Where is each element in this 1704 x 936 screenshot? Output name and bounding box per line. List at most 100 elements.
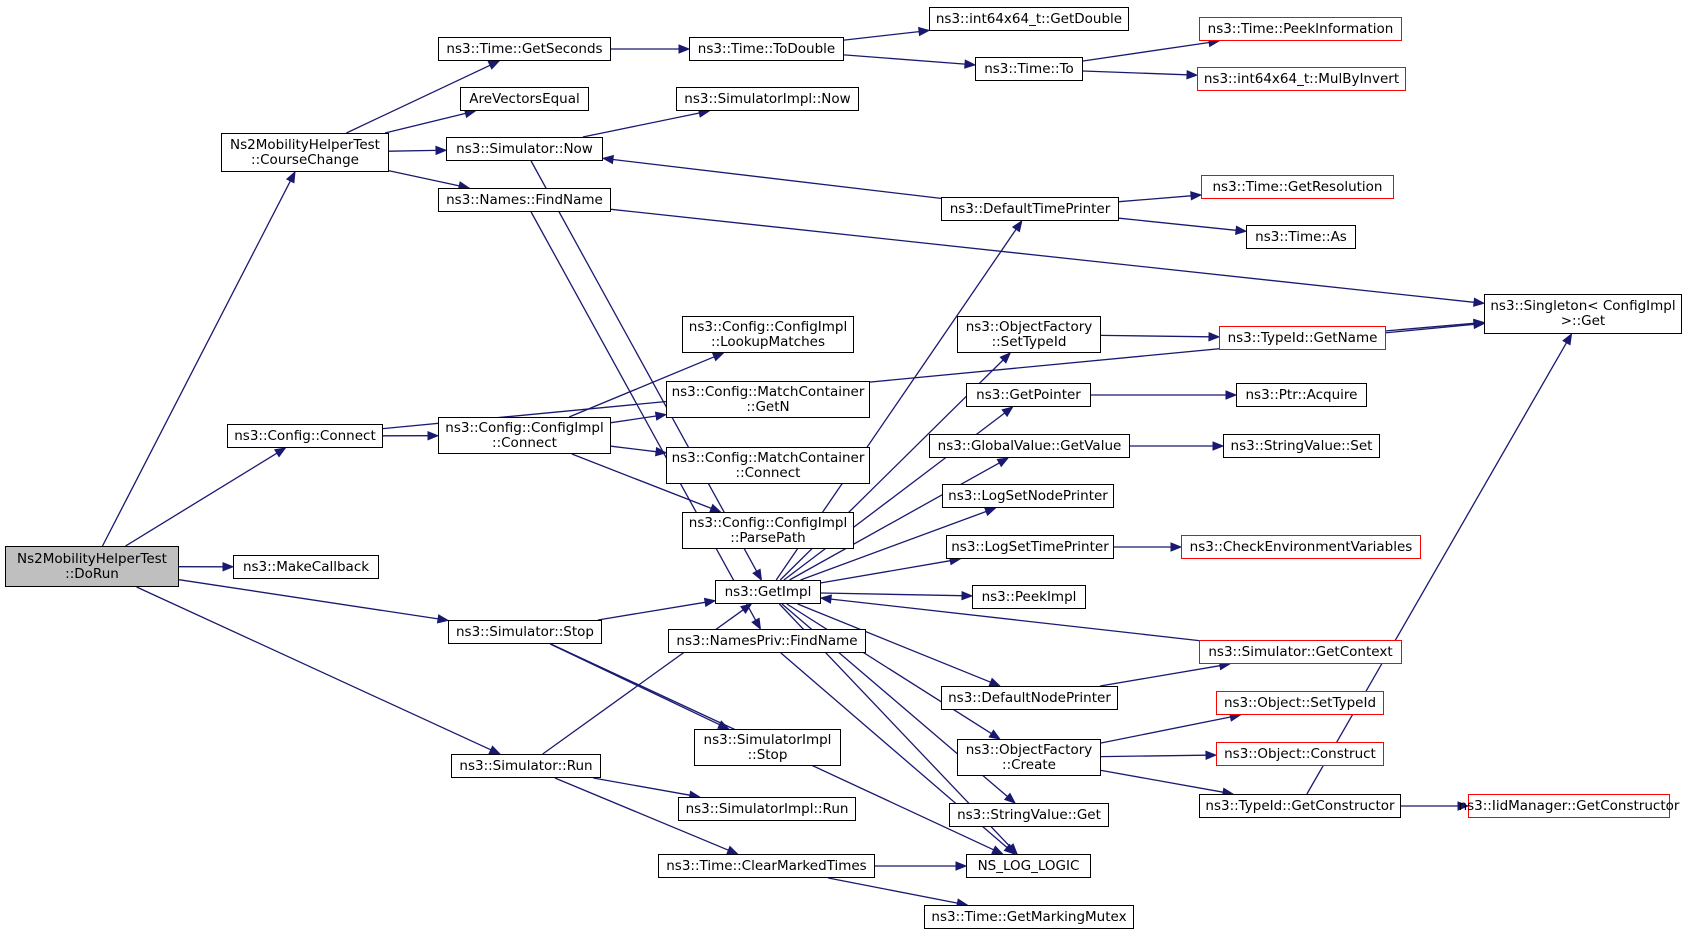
node-label-line: ns3::Names::FindName	[446, 191, 603, 208]
edge-dorun-to-sim-stop	[178, 579, 439, 620]
node-time-getseconds[interactable]: ns3::Time::GetSeconds	[438, 37, 611, 61]
node-stringvalue-set[interactable]: ns3::StringValue::Set	[1223, 434, 1380, 458]
node-getpointer[interactable]: ns3::GetPointer	[966, 383, 1091, 407]
node-label-line: ns3::Time::GetMarkingMutex	[931, 908, 1127, 925]
node-names-findname[interactable]: ns3::Names::FindName	[438, 188, 611, 212]
edge-arrowhead	[1003, 792, 1017, 804]
edge-arrowhead	[1457, 801, 1470, 811]
node-config-connect[interactable]: ns3::Config::Connect	[227, 424, 383, 448]
edge-arrowhead	[1235, 225, 1248, 235]
node-peekimpl[interactable]: ns3::PeekImpl	[972, 585, 1086, 609]
node-label-line: >::Get	[1560, 313, 1606, 329]
node-defaultnodeprinter[interactable]: ns3::DefaultNodePrinter	[941, 686, 1118, 710]
node-label-line: ns3::Config::ConfigImpl	[688, 514, 848, 531]
node-singleton-get[interactable]: ns3::Singleton< ConfigImpl >::Get	[1484, 294, 1682, 334]
edge-coursechange-to-arevectorsequal	[384, 112, 466, 134]
node-label-line: ns3::int64x64_t::GetDouble	[935, 10, 1123, 27]
edge-arrowhead	[751, 617, 762, 631]
node-label-line: ::DoRun	[65, 565, 119, 582]
node-simimpl-now[interactable]: ns3::SimulatorImpl::Now	[676, 87, 859, 111]
node-label-line: ns3::StringValue::Get	[957, 806, 1101, 823]
edge-arrowhead	[1170, 542, 1183, 552]
node-lookupmatches[interactable]: ns3::Config::ConfigImpl::LookupMatches	[682, 316, 854, 353]
edge-arrowhead	[1001, 406, 1014, 418]
node-label-line: ns3::StringValue::Set	[1230, 437, 1373, 454]
node-time-getresolution[interactable]: ns3::Time::GetResolution	[1201, 175, 1394, 199]
node-label-line: ns3::Time::PeekInformation	[1207, 20, 1394, 37]
edge-dorun-to-coursechange	[101, 180, 291, 547]
node-logsetnodeprinter[interactable]: ns3::LogSetNodePrinter	[942, 484, 1114, 508]
edge-arrowhead	[711, 352, 725, 362]
edge-arrowhead	[996, 457, 1010, 468]
edge-arrowhead	[964, 59, 977, 69]
node-matchcontainer-connect[interactable]: ns3::Config::MatchContainer::Connect	[666, 447, 870, 484]
node-ns-log-logic[interactable]: NS_LOG_LOGIC	[966, 854, 1091, 878]
node-label-line: ns3::ObjectFactory	[965, 318, 1093, 335]
node-logsettimeprinter[interactable]: ns3::LogSetTimePrinter	[946, 535, 1114, 559]
edge-arrowhead	[487, 60, 501, 70]
node-int64-mulbyinvert[interactable]: ns3::int64x64_t::MulByInvert	[1197, 67, 1406, 91]
node-getimpl[interactable]: ns3::GetImpl	[715, 580, 821, 604]
edge-defaultnodeprinter-to-sim-getcontext	[1100, 665, 1221, 687]
node-object-settypeid[interactable]: ns3::Object::SetTypeId	[1216, 691, 1384, 715]
node-label-line: ns3::PeekImpl	[981, 588, 1077, 605]
node-label-line: AreVectorsEqual	[469, 90, 580, 107]
node-iidmanager-getconstructor[interactable]: ns3::IidManager::GetConstructor	[1459, 794, 1679, 818]
node-label-line: ns3::Ptr::Acquire	[1245, 386, 1358, 403]
node-coursechange[interactable]: Ns2MobilityHelperTest::CourseChange	[221, 133, 389, 172]
node-ptr-acquire[interactable]: ns3::Ptr::Acquire	[1236, 383, 1367, 407]
node-label-line: ns3::LogSetNodePrinter	[948, 487, 1108, 504]
node-objectfactory-create[interactable]: ns3::ObjectFactory::Create	[957, 739, 1101, 776]
node-simimpl-run[interactable]: ns3::SimulatorImpl::Run	[678, 797, 856, 821]
node-object-construct[interactable]: ns3::Object::Construct	[1216, 742, 1384, 766]
node-globalvalue-getvalue[interactable]: ns3::GlobalValue::GetValue	[929, 434, 1130, 458]
node-typeid-getname[interactable]: ns3::TypeId::GetName	[1219, 326, 1386, 350]
node-getmarkingmutex[interactable]: ns3::Time::GetMarkingMutex	[924, 905, 1134, 929]
node-label-line: ::Connect	[492, 434, 557, 451]
node-label-line: ns3::Object::SetTypeId	[1223, 694, 1377, 711]
node-defaulttimeprinter[interactable]: ns3::DefaultTimePrinter	[941, 197, 1119, 221]
node-namespriv-findname[interactable]: ns3::NamesPriv::FindName	[668, 629, 866, 653]
node-label-line: ns3::GetPointer	[976, 386, 1081, 403]
node-typeid-getconstructor[interactable]: ns3::TypeId::GetConstructor	[1199, 794, 1401, 818]
node-sim-getcontext[interactable]: ns3::Simulator::GetContext	[1199, 640, 1402, 664]
edge-typeid-getname-to-singleton-get	[1385, 322, 1475, 332]
edge-getimpl-to-defaultnodeprinter	[797, 603, 991, 683]
node-sim-now[interactable]: ns3::Simulator::Now	[446, 137, 603, 161]
node-checkenvvars[interactable]: ns3::CheckEnvironmentVariables	[1181, 535, 1421, 559]
node-label-line: ns3::NamesPriv::FindName	[676, 632, 858, 649]
edge-arrowhead	[991, 845, 1004, 855]
node-sim-run[interactable]: ns3::Simulator::Run	[451, 754, 601, 778]
node-configimpl-connect[interactable]: ns3::Config::ConfigImpl::Connect	[438, 417, 611, 454]
node-sim-stop[interactable]: ns3::Simulator::Stop	[448, 620, 602, 644]
edge-arrowhead	[999, 352, 1012, 364]
edge-objectfactory-create-to-typeid-getconstructor	[1100, 769, 1224, 793]
edge-sim-stop-to-getimpl	[597, 601, 706, 621]
node-label-line: Ns2MobilityHelperTest	[230, 136, 380, 153]
edge-sim-getcontext-to-getimpl	[830, 598, 1200, 642]
edge-arrowhead	[285, 170, 296, 184]
node-makecallback[interactable]: ns3::MakeCallback	[233, 555, 379, 579]
node-label-line: ::ParsePath	[730, 529, 806, 546]
edge-arrowhead	[655, 446, 668, 457]
edge-objectfactory-create-to-object-construct	[1100, 754, 1207, 758]
edge-arrowhead	[436, 614, 450, 624]
edge-arrowhead	[678, 44, 691, 54]
node-parsepath[interactable]: ns3::Config::ConfigImpl::ParsePath	[682, 512, 854, 549]
node-clearmarkedtimes[interactable]: ns3::Time::ClearMarkedTimes	[658, 854, 875, 878]
node-time-to[interactable]: ns3::Time::To	[975, 57, 1083, 81]
node-time-as[interactable]: ns3::Time::As	[1246, 225, 1356, 249]
node-int64-getdouble[interactable]: ns3::int64x64_t::GetDouble	[929, 7, 1129, 31]
node-stringvalue-get[interactable]: ns3::StringValue::Get	[949, 803, 1109, 827]
node-simimpl-stop[interactable]: ns3::SimulatorImpl::Stop	[694, 729, 841, 766]
node-matchcontainer-getn[interactable]: ns3::Config::MatchContainer::GetN	[666, 381, 870, 418]
node-time-peekinformation[interactable]: ns3::Time::PeekInformation	[1199, 17, 1402, 41]
node-label-line: ns3::Object::Construct	[1224, 745, 1376, 762]
edge-arrowhead	[1190, 191, 1203, 201]
node-arevectorsequal[interactable]: AreVectorsEqual	[460, 87, 589, 111]
node-time-todouble[interactable]: ns3::Time::ToDouble	[689, 37, 844, 61]
node-objectfactory-settypeid[interactable]: ns3::ObjectFactory::SetTypeId	[957, 316, 1101, 353]
edge-time-todouble-to-time-to	[843, 54, 966, 65]
edge-arrowhead	[955, 861, 968, 871]
edge-objectfactory-settypeid-to-typeid-getname	[1100, 334, 1210, 338]
